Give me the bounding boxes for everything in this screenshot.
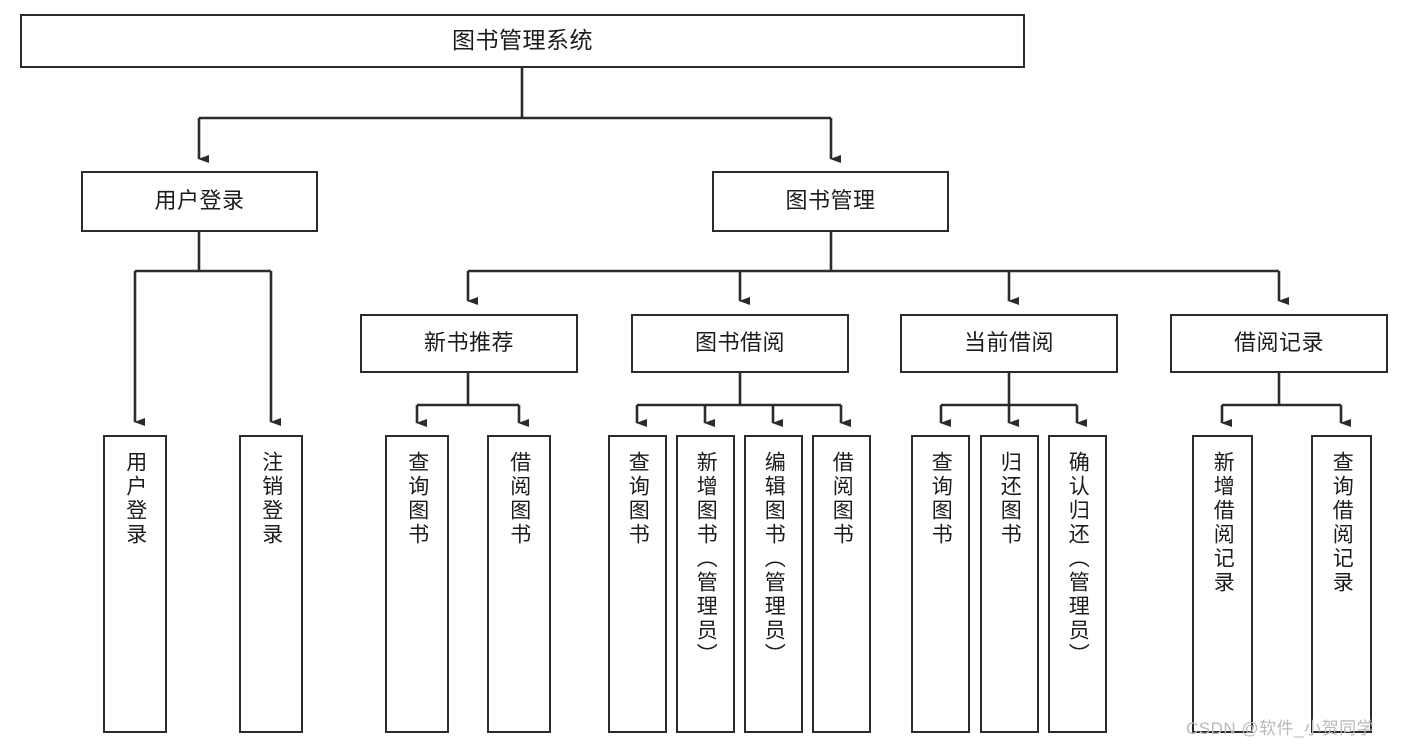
node-label: 新书推荐: [423, 330, 514, 356]
node-leaf-query-book-borrow[interactable]: 查询图书: [608, 435, 667, 733]
node-leaf-add-borrow-record[interactable]: 新增借阅记录: [1192, 435, 1253, 733]
node-leaf-user-login[interactable]: 用户登录: [103, 435, 167, 733]
node-leaf-query-book-recommend[interactable]: 查询图书: [385, 435, 449, 733]
node-new-book-recommend[interactable]: 新书推荐: [360, 314, 578, 373]
node-current-borrow[interactable]: 当前借阅: [900, 314, 1118, 373]
node-borrow-record[interactable]: 借阅记录: [1170, 314, 1388, 373]
node-label: 用户登录: [154, 188, 245, 214]
node-label: 借阅图书: [830, 451, 854, 547]
node-label: 图书管理: [785, 188, 876, 214]
watermark: CSDN @软件_小贺同学: [1186, 719, 1375, 738]
node-leaf-borrow-book-recommend[interactable]: 借阅图书: [487, 435, 551, 733]
node-label: 新增借阅记录: [1211, 451, 1235, 595]
node-user-login[interactable]: 用户登录: [81, 171, 318, 232]
node-leaf-add-book-admin[interactable]: 新增图书（管理员）: [676, 435, 735, 733]
node-label: 当前借阅: [963, 330, 1054, 356]
node-leaf-edit-book-admin[interactable]: 编辑图书（管理员）: [744, 435, 803, 733]
node-label: 新增图书（管理员）: [694, 451, 718, 667]
node-leaf-borrow-book[interactable]: 借阅图书: [812, 435, 871, 733]
node-book-borrow[interactable]: 图书借阅: [631, 314, 849, 373]
node-leaf-query-borrow-record[interactable]: 查询借阅记录: [1311, 435, 1372, 733]
node-label: 编辑图书（管理员）: [762, 451, 786, 667]
node-label: 注销登录: [259, 451, 283, 547]
node-leaf-logout[interactable]: 注销登录: [239, 435, 303, 733]
node-book-management[interactable]: 图书管理: [712, 171, 949, 232]
node-leaf-confirm-return-admin[interactable]: 确认归还（管理员）: [1048, 435, 1107, 733]
node-leaf-query-book-current[interactable]: 查询图书: [911, 435, 970, 733]
node-label: 借阅图书: [507, 451, 531, 547]
node-label: 查询图书: [929, 451, 953, 547]
node-label: 查询图书: [626, 451, 650, 547]
node-label: 确认归还（管理员）: [1066, 451, 1090, 667]
node-leaf-return-book[interactable]: 归还图书: [980, 435, 1039, 733]
node-label: 查询图书: [405, 451, 429, 547]
node-label: 图书管理系统: [452, 27, 593, 54]
node-label: 归还图书: [998, 451, 1022, 547]
node-label: 用户登录: [123, 451, 147, 547]
node-label: 图书借阅: [694, 330, 785, 356]
node-label: 查询借阅记录: [1330, 451, 1354, 595]
node-label: 借阅记录: [1233, 330, 1324, 356]
node-root-book-management-system[interactable]: 图书管理系统: [20, 14, 1025, 68]
